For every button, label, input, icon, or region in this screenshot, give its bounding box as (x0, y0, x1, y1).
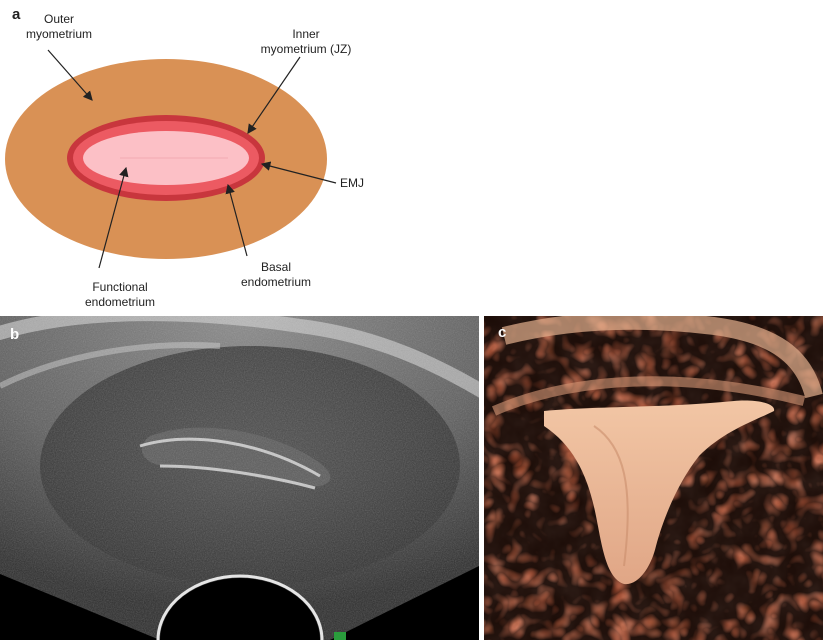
panel-a-letter: a (12, 6, 21, 23)
inner-myometrium-label: Inner myometrium (JZ) (260, 27, 352, 56)
outer-myometrium-label: Outer myometrium (25, 12, 92, 41)
ultrasound-image (0, 316, 479, 640)
3d-uterus-render (484, 316, 823, 640)
inner-myometrium-pointer (247, 56, 301, 134)
basal-endometrium-pointer (225, 183, 248, 257)
panel-b-letter: b (10, 326, 20, 343)
panel-c-3d-render: c (484, 316, 823, 640)
functional-endometrium-pointer (98, 166, 129, 269)
emj-label: EMJ (340, 176, 364, 190)
basal-endometrium-label: Basal endometrium (240, 260, 312, 289)
uterus-layers-diagram (5, 49, 337, 269)
panel-a-schematic: a Outer myometrium Inner myometrium (JZ)… (0, 0, 823, 316)
probe-marker (334, 632, 346, 640)
panel-b-ultrasound: b (0, 316, 479, 640)
emj-pointer (260, 161, 337, 184)
panel-c-letter: c (498, 324, 507, 341)
functional-endometrium-label: Functional endometrium (84, 280, 156, 309)
outer-myometrium-pointer (47, 49, 93, 101)
uterine-cavity-shape (544, 400, 775, 585)
